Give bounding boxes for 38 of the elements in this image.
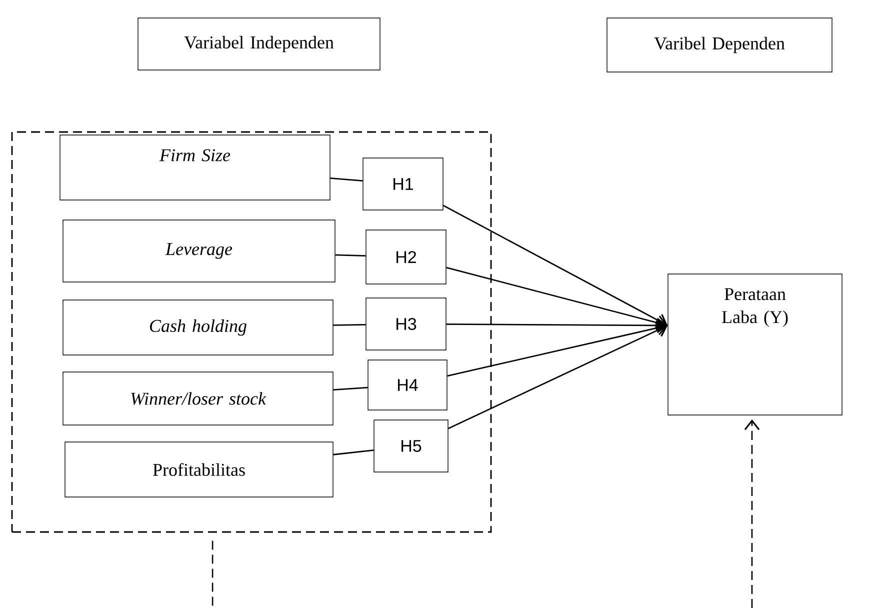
arrow <box>446 266 668 330</box>
box-label: Firm Size <box>159 149 230 162</box>
hypothesis-box <box>366 230 446 284</box>
arrow <box>744 419 760 608</box>
box-label: Cash holding <box>150 319 246 336</box>
arrow <box>448 322 668 430</box>
arrow <box>447 320 668 377</box>
box-label: H5 <box>402 440 422 452</box>
connector-line <box>333 449 374 456</box>
header-box <box>606 18 832 72</box>
variable-box <box>64 442 334 498</box>
hypothesis-box <box>362 158 444 210</box>
variable-box <box>62 220 336 282</box>
connector-line <box>333 324 366 326</box>
header-box <box>138 18 380 70</box>
box-label: Variabel Independen <box>184 36 334 52</box>
connector-line <box>335 254 366 257</box>
variable-box <box>60 134 330 200</box>
box-label: H2 <box>396 251 416 263</box>
box-label: Profitabilitas <box>153 463 245 476</box>
outcome-box <box>668 274 842 416</box>
connector-line <box>330 178 363 182</box>
box-label: Winner/loser stock <box>131 392 266 405</box>
connector-line <box>212 540 214 608</box>
connector-line <box>333 386 368 390</box>
box-label: H4 <box>398 379 418 391</box>
box-label: Leverage <box>165 243 232 259</box>
box-label: Perataan Laba (Y) <box>722 288 788 327</box>
box-label: Varibel Dependen <box>654 36 785 54</box>
arrow <box>443 204 668 328</box>
variable-box <box>62 300 334 356</box>
variable-box <box>62 372 334 426</box>
group-box <box>11 131 492 533</box>
hypothesis-box <box>366 298 446 350</box>
box-label: H3 <box>396 318 416 330</box>
hypothesis-box <box>374 420 448 472</box>
box-label: H1 <box>394 178 414 190</box>
hypothesis-box <box>368 360 448 410</box>
